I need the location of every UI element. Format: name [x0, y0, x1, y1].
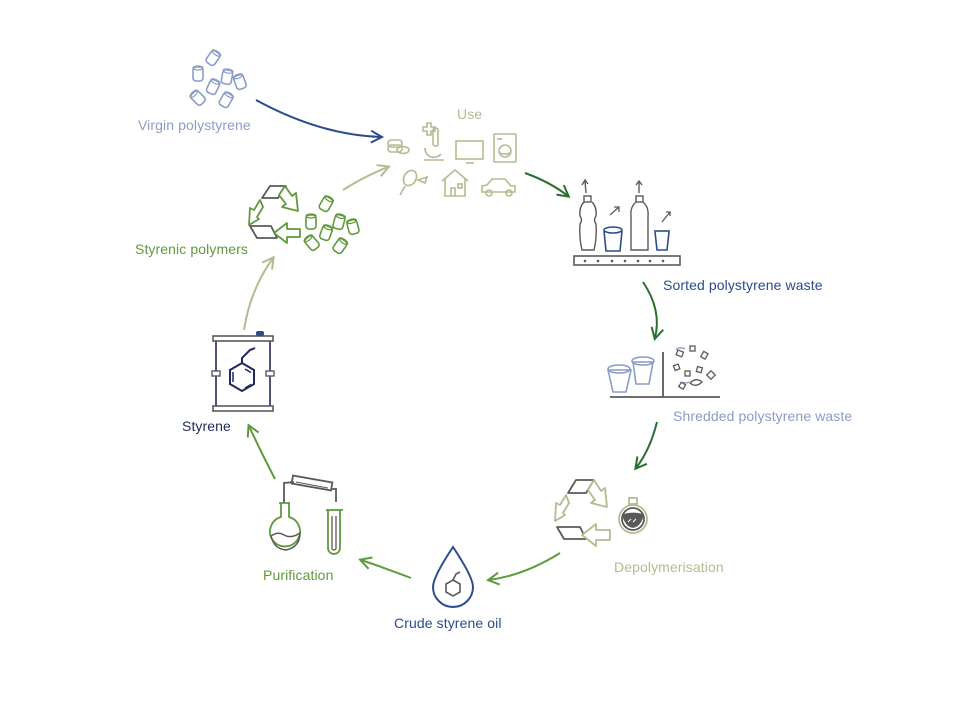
- tennis-racket-icon: [399, 169, 429, 196]
- arrow-crude-to-purif: [361, 560, 412, 579]
- label-styrene: Styrene: [182, 418, 231, 434]
- bottle-icon: [579, 178, 597, 251]
- bottle-icon: [630, 179, 649, 251]
- oil-drop-icon: [431, 545, 475, 608]
- arrow-polymers-to-use: [342, 167, 388, 191]
- yogurt-cup-icon: [654, 211, 671, 251]
- arrow-styrene-to-polymers: [243, 258, 273, 331]
- arrow-depoly-to-crude: [489, 552, 561, 580]
- barrel-icon: [211, 331, 275, 412]
- label-purification: Purification: [263, 567, 334, 583]
- arrow-virgin-to-use: [255, 99, 381, 137]
- label-shredded-polystyrene-waste: Shredded polystyrene waste: [673, 408, 853, 424]
- arrow-shredded-to-depoly: [636, 421, 658, 468]
- tv-icon: [455, 140, 484, 164]
- distillation-icon: [269, 474, 343, 555]
- label-use: Use: [457, 106, 483, 122]
- label-virgin-polystyrene: Virgin polystyrene: [138, 117, 251, 133]
- car-icon: [481, 178, 516, 197]
- recycle-pellets-icon: [248, 185, 361, 256]
- label-styrenic-polymers: Styrenic polymers: [135, 241, 248, 257]
- consumer-products-icon: [387, 122, 517, 197]
- flask-icon: [618, 497, 648, 534]
- microscope-icon: [422, 122, 444, 161]
- arrow-purif-to-styrene: [249, 426, 276, 480]
- washing-machine-icon: [493, 133, 517, 163]
- arrow-sorted-to-shredded: [642, 281, 657, 338]
- house-icon: [441, 168, 469, 197]
- shredded-cups-icon: [606, 345, 720, 398]
- pellets-icon: [188, 47, 248, 110]
- cup-icon: [603, 206, 623, 252]
- pills-icon: [387, 139, 410, 155]
- arrow-use-to-sorted: [524, 172, 568, 196]
- label-depolymerisation: Depolymerisation: [614, 559, 724, 575]
- conveyor-belt-icon: [573, 178, 681, 266]
- label-crude-styrene-oil: Crude styrene oil: [394, 615, 502, 631]
- recycle-flask-icon: [554, 479, 648, 547]
- label-sorted-polystyrene-waste: Sorted polystyrene waste: [663, 277, 823, 293]
